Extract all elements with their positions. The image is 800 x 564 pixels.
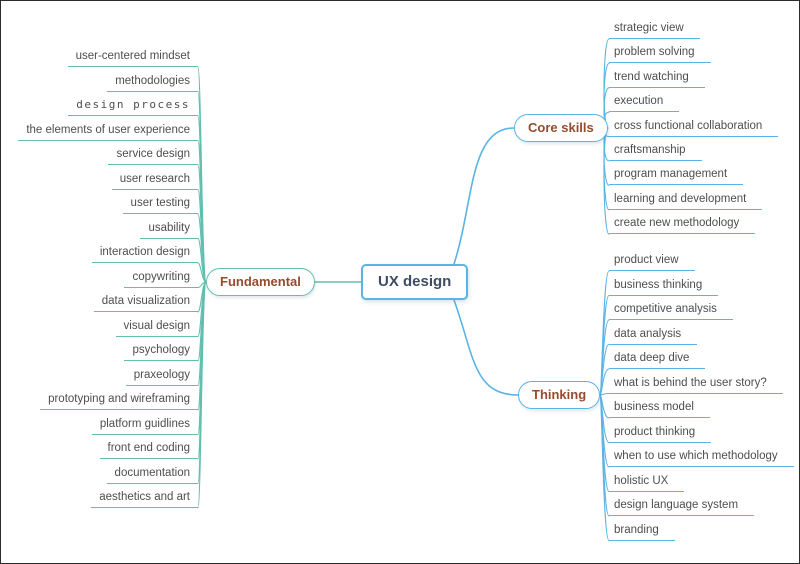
connector-line	[197, 281, 207, 387]
center-node[interactable]: UX design	[361, 264, 469, 300]
connector-line	[197, 281, 207, 509]
leaf-node-fundamental[interactable]: visual design	[115, 319, 198, 337]
leaf-node-core-skills[interactable]: program management	[609, 167, 744, 186]
connector-line	[197, 281, 207, 460]
connector-line	[599, 394, 610, 468]
leaf-node-core-skills[interactable]: cross functional collaboration	[609, 119, 779, 137]
leaf-node-fundamental[interactable]: usability	[140, 221, 198, 239]
connector-line	[197, 213, 207, 283]
branch-node-thinking[interactable]: Thinking	[518, 381, 601, 409]
leaf-node-core-skills[interactable]: trend watching	[609, 70, 705, 88]
leaf-node-thinking[interactable]: data analysis	[609, 327, 698, 345]
connector-line	[599, 294, 610, 396]
connector-line	[599, 319, 610, 396]
leaf-node-thinking[interactable]: competitive analysis	[609, 302, 733, 320]
connector-line	[197, 281, 207, 313]
leaf-node-core-skills[interactable]: problem solving	[609, 45, 711, 64]
connector-line	[599, 394, 610, 444]
leaf-node-fundamental[interactable]: design process	[68, 98, 198, 116]
leaf-node-fundamental[interactable]: user research	[111, 172, 198, 190]
leaf-node-fundamental[interactable]: aesthetics and art	[91, 490, 198, 508]
leaf-node-fundamental[interactable]: praxeology	[125, 368, 198, 386]
leaf-node-thinking[interactable]: when to use which methodology	[609, 449, 794, 467]
connector-line	[599, 368, 610, 396]
connector-line	[453, 127, 515, 265]
connector-line	[197, 281, 207, 411]
leaf-node-fundamental[interactable]: copywriting	[124, 270, 198, 288]
connector-line	[599, 392, 610, 396]
connector-line	[599, 343, 610, 396]
leaf-node-thinking[interactable]: holistic UX	[609, 474, 685, 492]
connector-line	[197, 139, 207, 283]
branch-node-fundamental[interactable]: Fundamental	[206, 268, 315, 296]
connector-line	[197, 188, 207, 283]
leaf-node-fundamental[interactable]: platform guidlines	[91, 417, 198, 435]
branch-node-core-skills[interactable]: Core skills	[514, 114, 608, 142]
connector-line	[197, 262, 207, 283]
connector-line	[453, 299, 519, 396]
connector-line	[599, 270, 610, 396]
leaf-node-fundamental[interactable]: psychology	[124, 343, 198, 361]
leaf-node-fundamental[interactable]: front end coding	[99, 441, 198, 459]
connector-line	[197, 281, 207, 436]
connector-line	[197, 115, 207, 283]
leaf-node-fundamental[interactable]: data visualization	[93, 294, 198, 312]
connector-line	[197, 281, 207, 289]
connector-line	[197, 237, 207, 283]
connector-line	[197, 281, 207, 485]
leaf-node-thinking[interactable]: data deep dive	[609, 351, 706, 369]
connector-line	[599, 394, 610, 542]
connector-line	[197, 164, 207, 283]
leaf-node-fundamental[interactable]: service design	[108, 147, 198, 165]
leaf-node-thinking[interactable]: design language system	[609, 498, 755, 516]
leaf-node-thinking[interactable]: branding	[609, 523, 675, 541]
leaf-node-core-skills[interactable]: execution	[609, 94, 680, 113]
leaf-node-core-skills[interactable]: strategic view	[609, 21, 700, 39]
leaf-node-fundamental[interactable]: documentation	[106, 466, 198, 484]
connector-line	[197, 281, 207, 362]
leaf-node-fundamental[interactable]: user testing	[122, 196, 198, 214]
leaf-node-thinking[interactable]: business model	[609, 400, 710, 418]
leaf-node-fundamental[interactable]: prototyping and wireframing	[40, 392, 198, 410]
connector-line	[197, 281, 207, 338]
leaf-node-fundamental[interactable]: methodologies	[107, 74, 198, 92]
leaf-node-fundamental[interactable]: the elements of user experience	[18, 123, 198, 141]
connector-line	[197, 90, 207, 283]
connector-line	[599, 394, 610, 517]
connector-line	[599, 394, 610, 419]
leaf-node-thinking[interactable]: product view	[609, 253, 695, 271]
connector-line	[197, 66, 207, 283]
leaf-node-thinking[interactable]: product thinking	[609, 425, 712, 443]
leaf-node-fundamental[interactable]: user-centered mindset	[67, 49, 198, 67]
connector-line	[599, 394, 610, 493]
leaf-node-core-skills[interactable]: craftsmanship	[609, 143, 702, 161]
leaf-node-thinking[interactable]: business thinking	[609, 278, 719, 296]
leaf-node-core-skills[interactable]: create new methodology	[609, 216, 756, 235]
leaf-node-core-skills[interactable]: learning and development	[609, 192, 763, 210]
leaf-node-thinking[interactable]: what is behind the user story?	[609, 376, 783, 394]
leaf-node-fundamental[interactable]: interaction design	[91, 245, 198, 263]
